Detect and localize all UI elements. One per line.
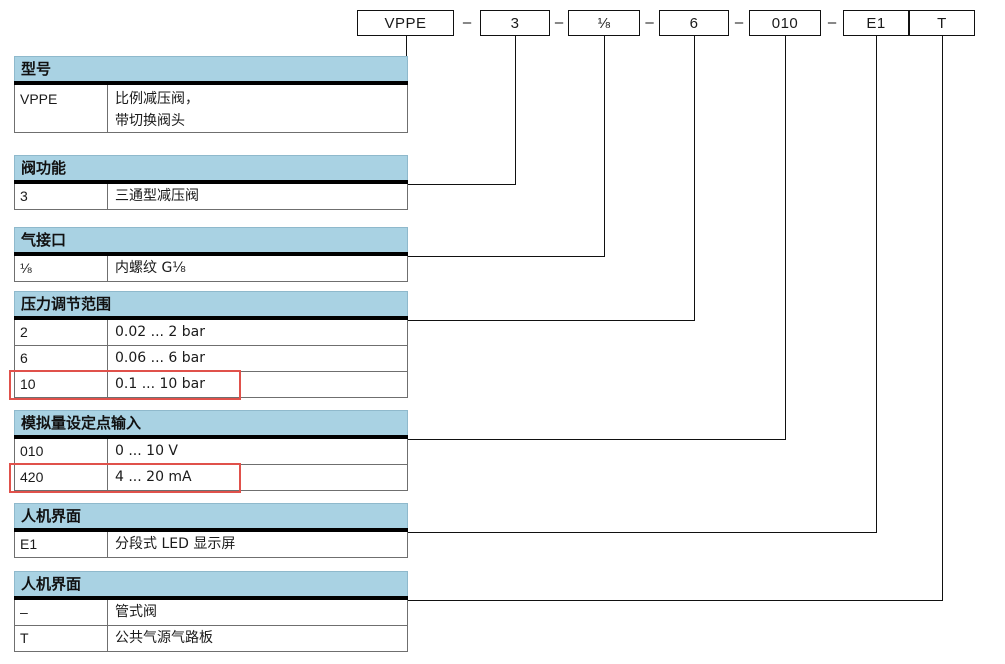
table-row: ⅛ 内螺纹 G⅛ bbox=[14, 256, 408, 282]
spec-block-pneumatic-connection: 气接口 ⅛ 内螺纹 G⅛ bbox=[14, 227, 408, 282]
connector-horizontal-7 bbox=[408, 600, 943, 601]
spec-block-hmi-display: 人机界面 E1 分段式 LED 显示屏 bbox=[14, 503, 408, 558]
table-row: E1 分段式 LED 显示屏 bbox=[14, 532, 408, 558]
connector-horizontal-4 bbox=[408, 320, 695, 321]
connector-vertical-2 bbox=[515, 36, 516, 184]
spec-block-valve-function: 阀功能 3 三通型减压阀 bbox=[14, 155, 408, 210]
code-segment-1: VPPE bbox=[357, 10, 454, 36]
row-description: 公共气源气路板 bbox=[115, 630, 213, 646]
row-description: 内螺纹 G⅛ bbox=[115, 260, 186, 276]
row-description: 比例减压阀，带切换阀头 bbox=[115, 91, 199, 129]
row-code: 10 bbox=[15, 372, 108, 397]
block-rule-hmi-display bbox=[14, 528, 408, 532]
block-rule-analog-setpoint-input bbox=[14, 435, 408, 439]
row-description: 0 ... 10 V bbox=[115, 443, 178, 459]
block-rule-model bbox=[14, 81, 408, 85]
row-description: 0.06 ... 6 bar bbox=[115, 350, 206, 366]
table-row: 420 4 ... 20 mA bbox=[9, 463, 408, 493]
connector-horizontal-2 bbox=[408, 184, 516, 185]
connector-vertical-3 bbox=[604, 36, 605, 256]
row-description: 分段式 LED 显示屏 bbox=[115, 536, 236, 552]
table-row: –管式阀 bbox=[14, 600, 408, 626]
code-separator-3: – bbox=[645, 14, 654, 31]
block-title-pneumatic-connection: 气接口 bbox=[14, 227, 408, 252]
block-rule-valve-function bbox=[14, 180, 408, 184]
row-code: VPPE bbox=[15, 85, 108, 132]
code-segment-7: T bbox=[909, 10, 975, 36]
code-separator-4: – bbox=[734, 14, 744, 31]
connector-horizontal-3 bbox=[408, 256, 605, 257]
row-code: T bbox=[15, 626, 108, 651]
connector-vertical-7 bbox=[942, 36, 943, 600]
connector-vertical-6 bbox=[876, 36, 877, 532]
code-segment-5: 010 bbox=[749, 10, 821, 36]
row-code: ⅛ bbox=[15, 256, 108, 281]
code-segment-4: 6 bbox=[659, 10, 729, 36]
block-title-pressure-range: 压力调节范围 bbox=[14, 291, 408, 316]
row-code: E1 bbox=[15, 532, 108, 557]
block-rule-pneumatic-connection bbox=[14, 252, 408, 256]
row-description: 4 ... 20 mA bbox=[115, 469, 192, 485]
row-code: 420 bbox=[15, 465, 108, 490]
code-separator-2: – bbox=[554, 14, 564, 31]
table-row: T 公共气源气路板 bbox=[14, 626, 408, 652]
code-segment-6: E1 bbox=[843, 10, 909, 36]
spec-block-pressure-range: 压力调节范围 2 0.02 ... 2 bar 6 0.06 ... 6 bar 10 0.… bbox=[9, 291, 408, 400]
block-title-analog-setpoint-input: 模拟量设定点输入 bbox=[14, 410, 408, 435]
code-segment-2: 3 bbox=[480, 10, 550, 36]
code-segment-3: ⅛ bbox=[568, 10, 640, 36]
row-code: 6 bbox=[15, 346, 108, 371]
table-row: 3 三通型减压阀 bbox=[14, 184, 408, 210]
row-code: 010 bbox=[15, 439, 108, 464]
connector-horizontal-5 bbox=[408, 439, 786, 440]
row-description: 0.02 ... 2 bar bbox=[115, 324, 206, 340]
table-row: 10 0.1 ... 10 bar bbox=[9, 370, 408, 400]
code-separator-1: – bbox=[462, 14, 472, 31]
block-title-hmi-mounting: 人机界面 bbox=[14, 571, 408, 596]
row-code: 3 bbox=[15, 184, 108, 209]
block-title-model: 型号 bbox=[14, 56, 408, 81]
block-rule-pressure-range bbox=[14, 316, 408, 320]
spec-block-analog-setpoint-input: 模拟量设定点输入 010 0 ... 10 V 420 4 ... 20 mA bbox=[9, 410, 408, 493]
table-row: 2 0.02 ... 2 bar bbox=[14, 320, 408, 346]
connector-vertical-4 bbox=[694, 36, 695, 320]
row-description: 管式阀 bbox=[115, 604, 157, 620]
row-code: 2 bbox=[15, 320, 108, 345]
row-description: 三通型减压阀 bbox=[115, 188, 199, 204]
connector-horizontal-6 bbox=[408, 532, 877, 533]
connector-vertical-5 bbox=[785, 36, 786, 439]
row-description: 0.1 ... 10 bar bbox=[115, 376, 206, 392]
block-title-valve-function: 阀功能 bbox=[14, 155, 408, 180]
block-title-hmi-display: 人机界面 bbox=[14, 503, 408, 528]
block-rule-hmi-mounting bbox=[14, 596, 408, 600]
table-row: 010 0 ... 10 V bbox=[14, 439, 408, 465]
table-row: 6 0.06 ... 6 bar bbox=[14, 346, 408, 372]
code-separator-5: – bbox=[827, 14, 837, 31]
row-code: – bbox=[15, 600, 108, 625]
